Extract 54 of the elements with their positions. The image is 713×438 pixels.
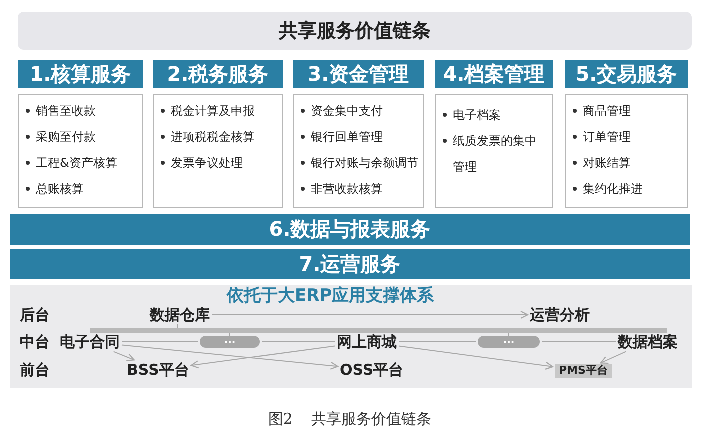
system-label: OSS平台	[340, 361, 404, 379]
list-item: 电子档案	[453, 107, 502, 124]
system-label: 运营分析	[530, 306, 590, 324]
list-item: 银行回单管理	[311, 129, 384, 146]
platform-tag: PMS平台	[555, 364, 612, 378]
list-item: 对账结算	[583, 155, 632, 172]
platform-panel	[10, 285, 692, 388]
system-label: BSS平台	[127, 361, 190, 379]
row-label: 前台	[20, 361, 50, 379]
service-list-box	[565, 94, 688, 208]
title-banner: 共享服务价值链条	[18, 12, 692, 50]
service-header: 1.核算服务	[18, 60, 143, 88]
row-label: 后台	[20, 306, 50, 324]
list-item: 采购至付款	[36, 129, 97, 146]
arrow	[113, 351, 135, 362]
service-header: 4.档案管理	[435, 60, 553, 88]
list-item: 资金集中支付	[311, 103, 384, 120]
arrow	[122, 344, 339, 370]
system-label: 数据仓库	[150, 306, 210, 324]
list-item: 销售至收款	[36, 103, 97, 120]
arrow	[190, 346, 336, 369]
list-item: 工程&资产核算	[36, 155, 118, 172]
service-header: 2.税务服务	[153, 60, 283, 88]
service-list-box	[18, 94, 143, 208]
list-item: 税金计算及申报	[171, 103, 256, 120]
system-label: 网上商城	[337, 333, 397, 351]
platform-bar	[90, 328, 667, 333]
service-band: 6.数据与报表服务	[10, 214, 690, 245]
list-item: 总账核算	[36, 181, 85, 198]
list-item: 进项税税金核算	[171, 129, 256, 146]
service-list-box	[153, 94, 283, 208]
list-item: 订单管理	[583, 129, 632, 146]
arrow	[600, 351, 627, 364]
service-header: 5.交易服务	[565, 60, 688, 88]
figure-caption: 图2 共享服务价值链条	[268, 409, 432, 429]
system-label: 电子合同	[60, 333, 120, 351]
hub-pill: ...	[200, 336, 260, 348]
system-label: 数据档案	[618, 333, 678, 351]
service-header: 3.资金管理	[293, 60, 424, 88]
hub-pill: ...	[478, 336, 540, 348]
list-item: 商品管理	[583, 103, 632, 120]
arrow	[212, 310, 529, 320]
list-item: 集约化推进	[583, 181, 644, 198]
list-item: 发票争议处理	[171, 155, 244, 172]
service-list-box	[293, 94, 424, 208]
row-label: 中台	[20, 333, 50, 351]
arrow	[398, 346, 554, 370]
list-item: 纸质发票的集中管理	[453, 133, 538, 176]
panel-heading: 依托于大ERP应用支撑体系	[227, 286, 434, 306]
service-list-box	[435, 94, 553, 208]
connector-line	[508, 332, 510, 336]
list-item: 非营收款核算	[311, 181, 384, 198]
list-item: 银行对账与余额调节	[311, 155, 420, 172]
service-band: 7.运营服务	[10, 249, 690, 279]
